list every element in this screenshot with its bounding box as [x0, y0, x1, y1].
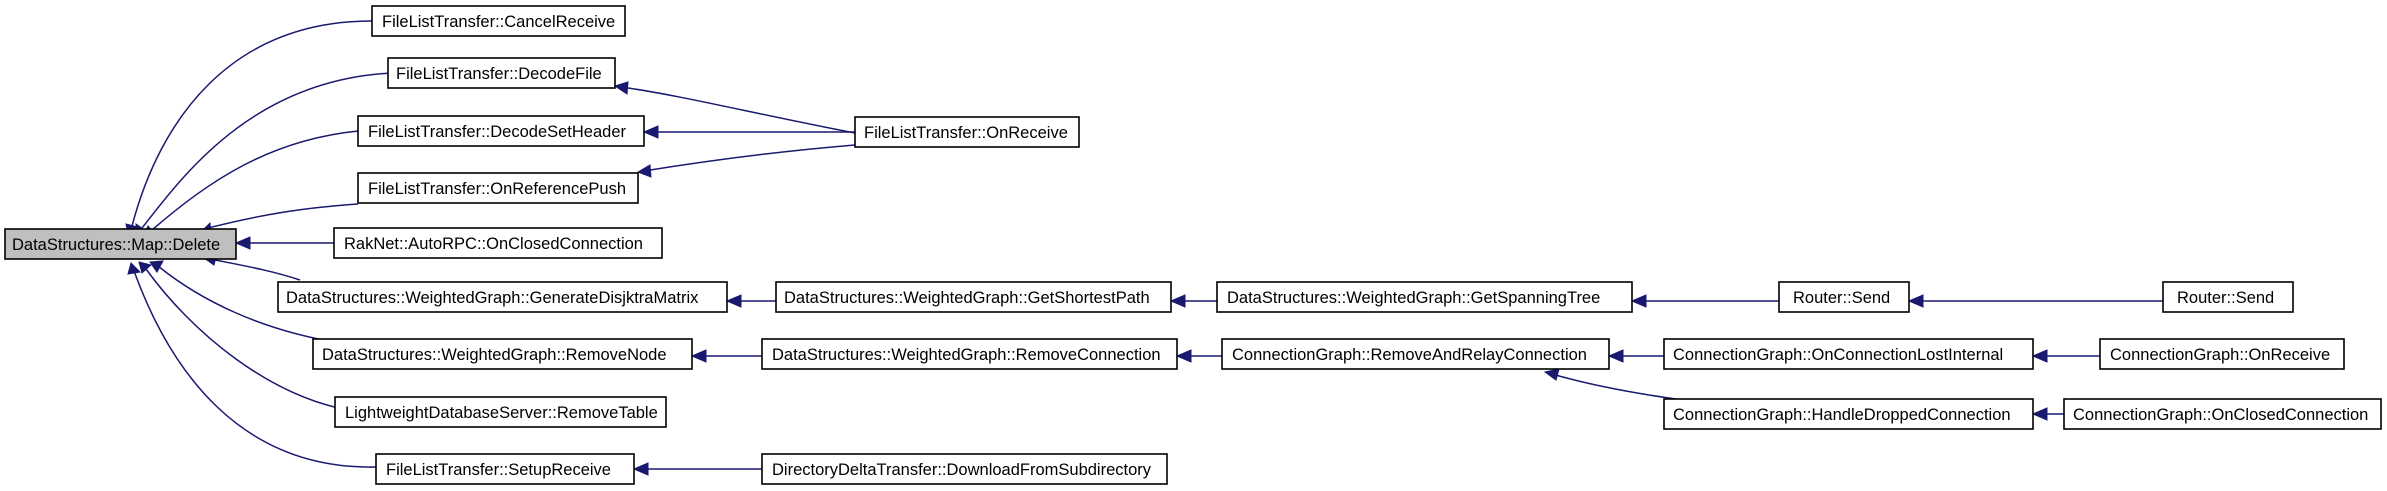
node-cg-on-receive[interactable]: ConnectionGraph::OnReceive: [2099, 338, 2345, 370]
arrowhead-autorpc-closed: [234, 236, 251, 250]
node-label: FileListTransfer::CancelReceive: [382, 13, 615, 31]
node-flt-on-receive[interactable]: FileListTransfer::OnReceive: [854, 116, 1080, 148]
arrowhead-remove-node: [149, 260, 164, 273]
node-autorpc-closed[interactable]: RakNet::AutoRPC::OnClosedConnection: [333, 227, 663, 259]
edge-remove-node-to-map-delete: [157, 265, 341, 344]
arrowhead-to-on-reference-push: [636, 164, 652, 178]
edge-flt-on-receive-to-on-reference-push: [643, 144, 856, 172]
node-label: ConnectionGraph::OnConnectionLostInterna…: [1673, 346, 2003, 364]
node-remove-node[interactable]: DataStructures::WeightedGraph::RemoveNod…: [312, 338, 693, 370]
arrowhead-to-cg-lost-internal: [2031, 349, 2048, 363]
node-label: ConnectionGraph::RemoveAndRelayConnectio…: [1232, 346, 1587, 364]
node-router-send-2[interactable]: Router::Send: [2162, 281, 2294, 313]
node-label: RakNet::AutoRPC::OnClosedConnection: [344, 235, 643, 253]
edge-gen-dijkstra-to-map-delete: [209, 258, 301, 281]
node-on-reference-push[interactable]: FileListTransfer::OnReferencePush: [357, 172, 639, 204]
node-cancel-receive[interactable]: FileListTransfer::CancelReceive: [371, 5, 626, 37]
arrowhead-to-get-shortest-path: [1169, 294, 1186, 308]
node-label: FileListTransfer::OnReferencePush: [368, 180, 626, 198]
node-decode-file[interactable]: FileListTransfer::DecodeFile: [387, 57, 616, 89]
arrowhead-to-router-send-1: [1907, 294, 1924, 308]
node-label: ConnectionGraph::OnReceive: [2110, 346, 2330, 364]
arrowhead-to-remove-node: [690, 349, 707, 363]
node-remove-and-relay[interactable]: ConnectionGraph::RemoveAndRelayConnectio…: [1221, 338, 1610, 370]
arrowhead-to-decode-set-header: [642, 125, 659, 139]
edge-decode-file-to-map-delete: [141, 72, 393, 229]
node-label: FileListTransfer::DecodeSetHeader: [368, 123, 627, 141]
nodes: DataStructures::Map::Delete FileListTran…: [4, 5, 2382, 485]
arrowhead-remove-table: [138, 261, 153, 274]
node-label: ConnectionGraph::HandleDroppedConnection: [1673, 406, 2011, 424]
node-label: DataStructures::WeightedGraph::GenerateD…: [286, 289, 699, 307]
node-label: Router::Send: [1793, 289, 1890, 307]
arrowhead-to-decode-file: [613, 81, 629, 95]
node-map-delete[interactable]: DataStructures::Map::Delete: [4, 228, 237, 260]
node-cg-handle-dropped[interactable]: ConnectionGraph::HandleDroppedConnection: [1663, 398, 2034, 430]
edge-remove-table-to-map-delete: [145, 268, 361, 413]
node-label: DataStructures::WeightedGraph::RemoveNod…: [322, 346, 667, 364]
edge-flt-on-receive-to-decode-file: [620, 86, 856, 134]
node-get-spanning-tree[interactable]: DataStructures::WeightedGraph::GetSpanni…: [1216, 281, 1633, 313]
node-router-send-1[interactable]: Router::Send: [1778, 281, 1910, 313]
edge-cancel-receive-to-map-delete: [131, 20, 373, 227]
node-label: DataStructures::WeightedGraph::GetSpanni…: [1227, 289, 1600, 307]
node-download-subdir[interactable]: DirectoryDeltaTransfer::DownloadFromSubd…: [761, 453, 1168, 485]
arrowhead-to-cg-handle-dropped: [2031, 407, 2048, 421]
arrowhead-to-get-spanning-tree: [1630, 294, 1647, 308]
node-remove-connection[interactable]: DataStructures::WeightedGraph::RemoveCon…: [761, 338, 1178, 370]
arrowhead-to-remove-connection: [1175, 349, 1192, 363]
node-label: DirectoryDeltaTransfer::DownloadFromSubd…: [772, 461, 1152, 479]
node-decode-set-header[interactable]: FileListTransfer::DecodeSetHeader: [357, 115, 645, 147]
edge-on-reference-push-to-map-delete: [207, 203, 359, 229]
node-label: DataStructures::WeightedGraph::RemoveCon…: [772, 346, 1161, 364]
node-gen-dijkstra[interactable]: DataStructures::WeightedGraph::GenerateD…: [277, 281, 728, 313]
node-label: FileListTransfer::DecodeFile: [396, 65, 602, 83]
node-cg-lost-internal[interactable]: ConnectionGraph::OnConnectionLostInterna…: [1663, 338, 2034, 370]
node-cg-on-closed[interactable]: ConnectionGraph::OnClosedConnection: [2063, 398, 2382, 430]
arrowhead-to-setup-receive: [632, 462, 649, 476]
node-remove-table[interactable]: LightweightDatabaseServer::RemoveTable: [334, 396, 667, 428]
node-setup-receive[interactable]: FileListTransfer::SetupReceive: [375, 453, 635, 485]
arrowhead-lost-internal-to-relay: [1607, 349, 1624, 363]
node-label: Router::Send: [2177, 289, 2274, 307]
arrowhead-handle-dropped-to-relay: [1543, 368, 1560, 381]
node-label: LightweightDatabaseServer::RemoveTable: [345, 404, 658, 422]
arrowhead-setup-receive: [127, 262, 142, 275]
node-label: FileListTransfer::SetupReceive: [386, 461, 611, 479]
node-label: DataStructures::Map::Delete: [12, 236, 220, 254]
arrowhead-to-gen-dijkstra: [725, 294, 742, 308]
node-label: DataStructures::WeightedGraph::GetShorte…: [784, 289, 1150, 307]
edge-decode-set-header-to-map-delete: [151, 130, 359, 231]
node-label: ConnectionGraph::OnClosedConnection: [2073, 406, 2368, 424]
node-label: FileListTransfer::OnReceive: [864, 124, 1068, 142]
node-get-shortest-path[interactable]: DataStructures::WeightedGraph::GetShorte…: [775, 281, 1172, 313]
edge-setup-receive-to-map-delete: [133, 270, 377, 468]
